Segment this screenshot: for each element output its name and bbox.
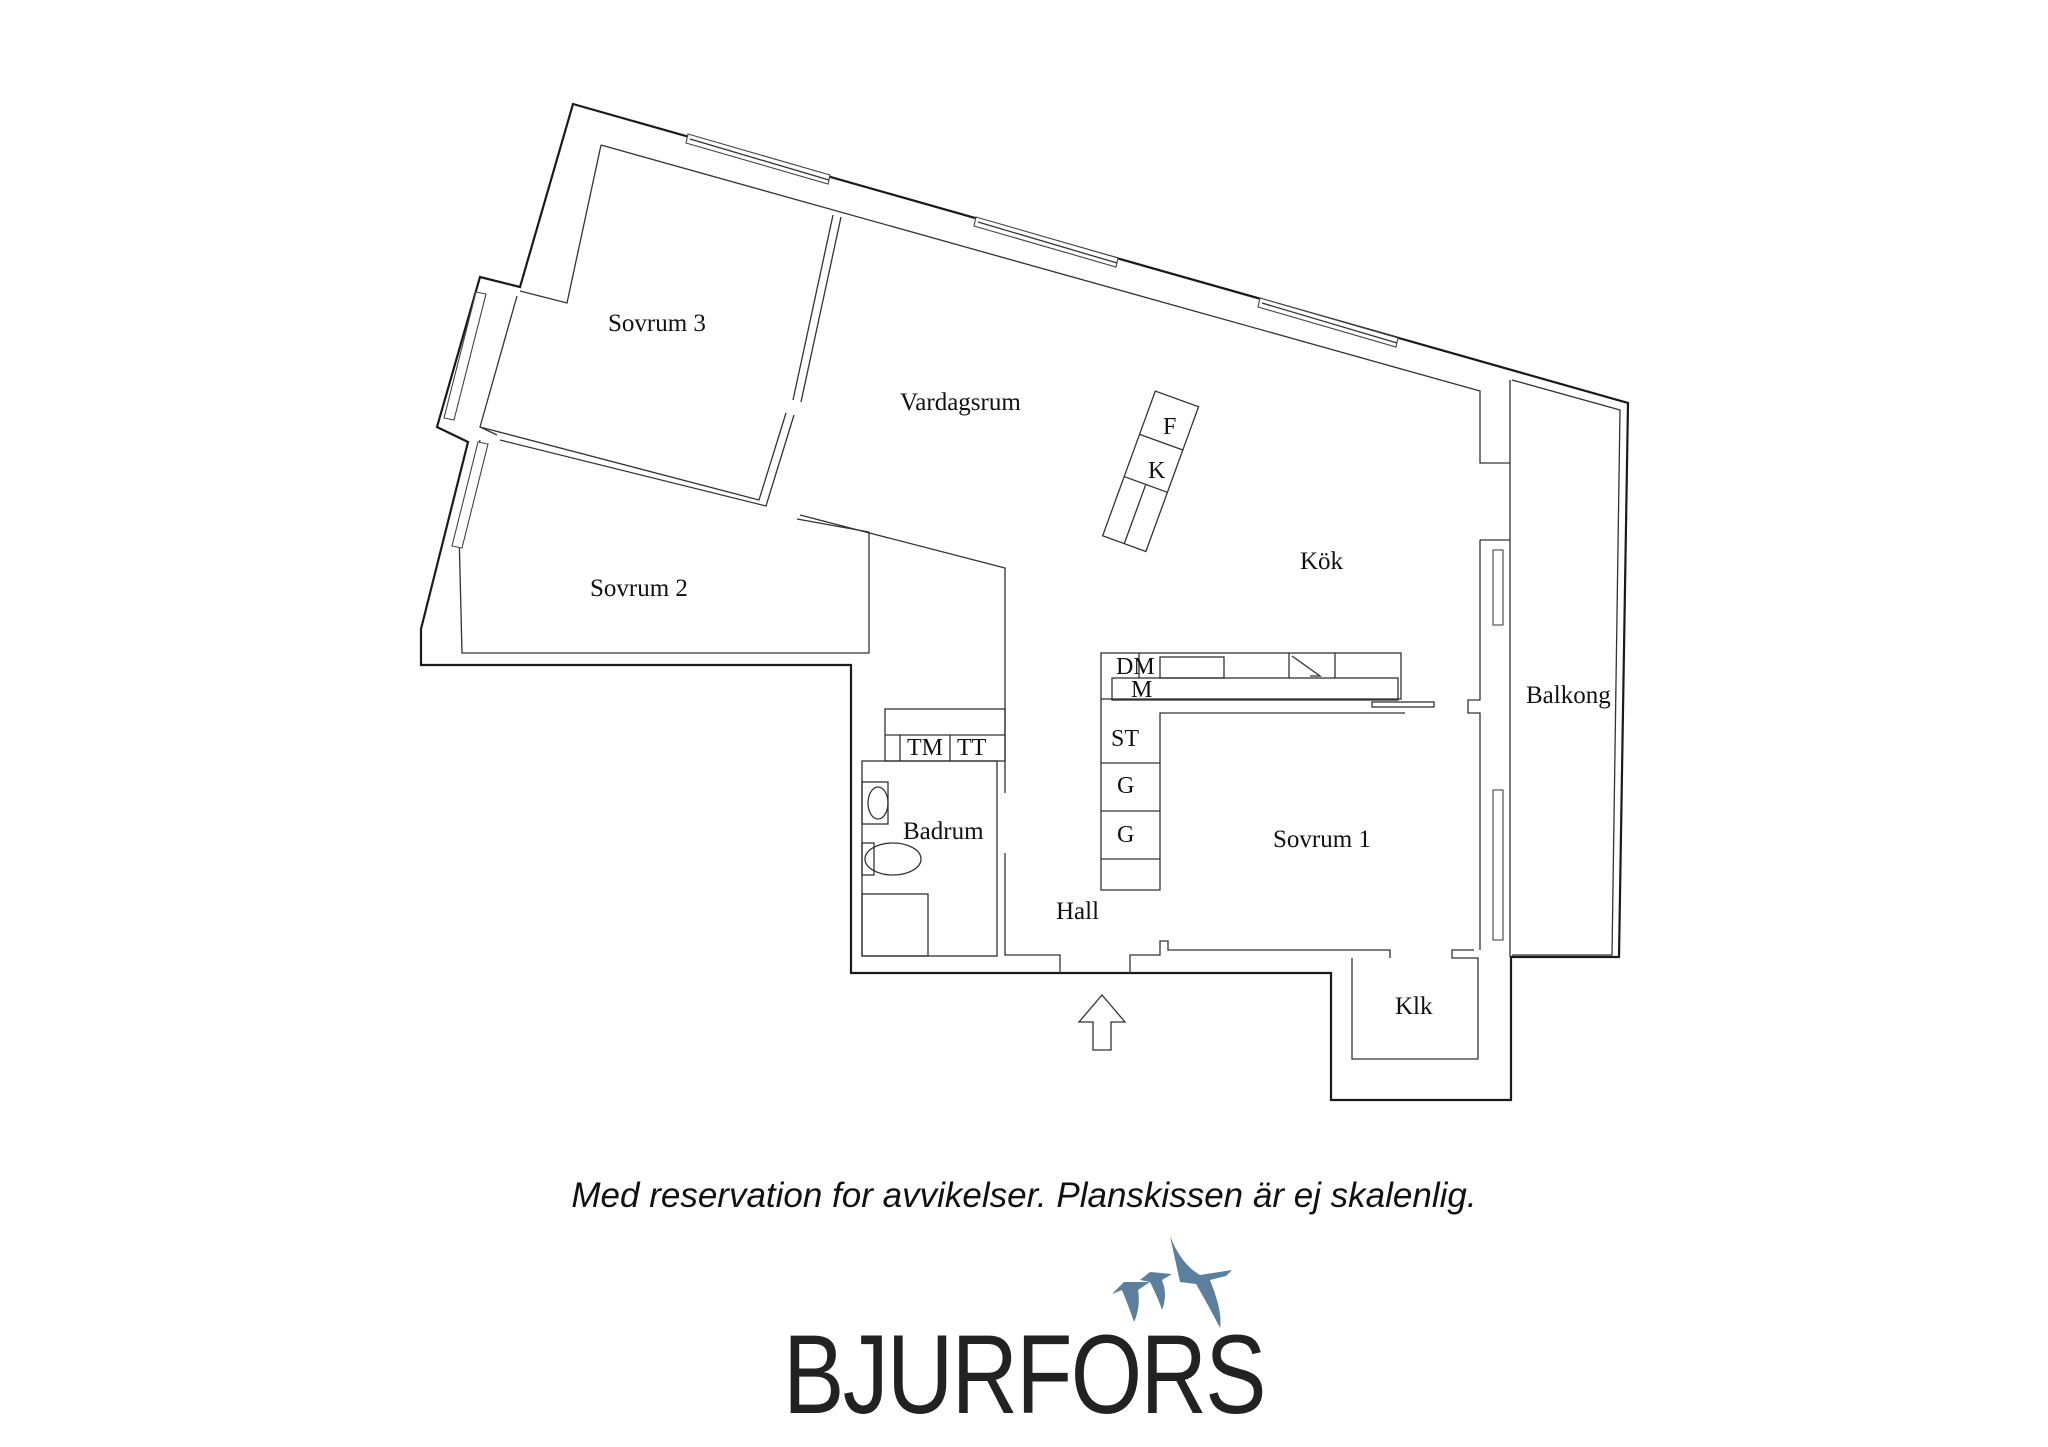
fixture-label-microwave: M — [1131, 677, 1152, 703]
room-label-klk: Klk — [1395, 993, 1433, 1020]
window-top-2 — [973, 216, 1119, 268]
room-label-kok: Kök — [1300, 548, 1344, 575]
room-label-balkong: Balkong — [1526, 682, 1611, 709]
window-left-1 — [443, 291, 487, 421]
hall-walls — [799, 514, 1479, 1060]
fixture-label-closet-st: ST — [1111, 726, 1139, 752]
window-top-3 — [1257, 297, 1399, 348]
sink-icon — [867, 786, 889, 820]
fixture-label-closet-g1: G — [1117, 773, 1134, 799]
toilet-icon — [864, 842, 922, 876]
fixture-label-dishwasher: DM — [1116, 654, 1155, 680]
disclaimer-text: Med reservation for avvikelser. Planskis… — [571, 1176, 1477, 1215]
badrum — [861, 708, 1006, 957]
fixture-label-washer: TM — [907, 735, 943, 761]
fixture-label-fridge: K — [1148, 458, 1166, 484]
room-label-sovrum1: Sovrum 1 — [1273, 826, 1371, 853]
room-label-badrum: Badrum — [903, 818, 984, 845]
kitchen-counter — [1100, 652, 1435, 891]
fixture-label-closet-g2: G — [1117, 822, 1134, 848]
room-label-sovrum3: Sovrum 3 — [608, 310, 706, 337]
kitchen-island — [1101, 390, 1200, 553]
bjurfors-bird-logo-icon — [1112, 1236, 1232, 1328]
sink-icon — [1159, 656, 1225, 679]
shower-icon — [861, 893, 929, 957]
room-label-sovrum2: Sovrum 2 — [590, 575, 688, 602]
fixture-label-dryer: TT — [957, 735, 987, 761]
balkong-wall — [1467, 379, 1621, 957]
sovrum3-walls — [479, 214, 842, 507]
window-top-1 — [685, 133, 831, 185]
fixture-label-freezer: F — [1163, 414, 1176, 440]
room-label-vardagsrum: Vardagsrum — [900, 389, 1021, 416]
window-left-2 — [451, 441, 489, 549]
brand-logo-text: BJURFORS — [783, 1312, 1266, 1437]
room-label-hall: Hall — [1056, 898, 1099, 925]
outer-walls — [419, 102, 1630, 1102]
entrance-arrow-icon — [1077, 993, 1127, 1051]
